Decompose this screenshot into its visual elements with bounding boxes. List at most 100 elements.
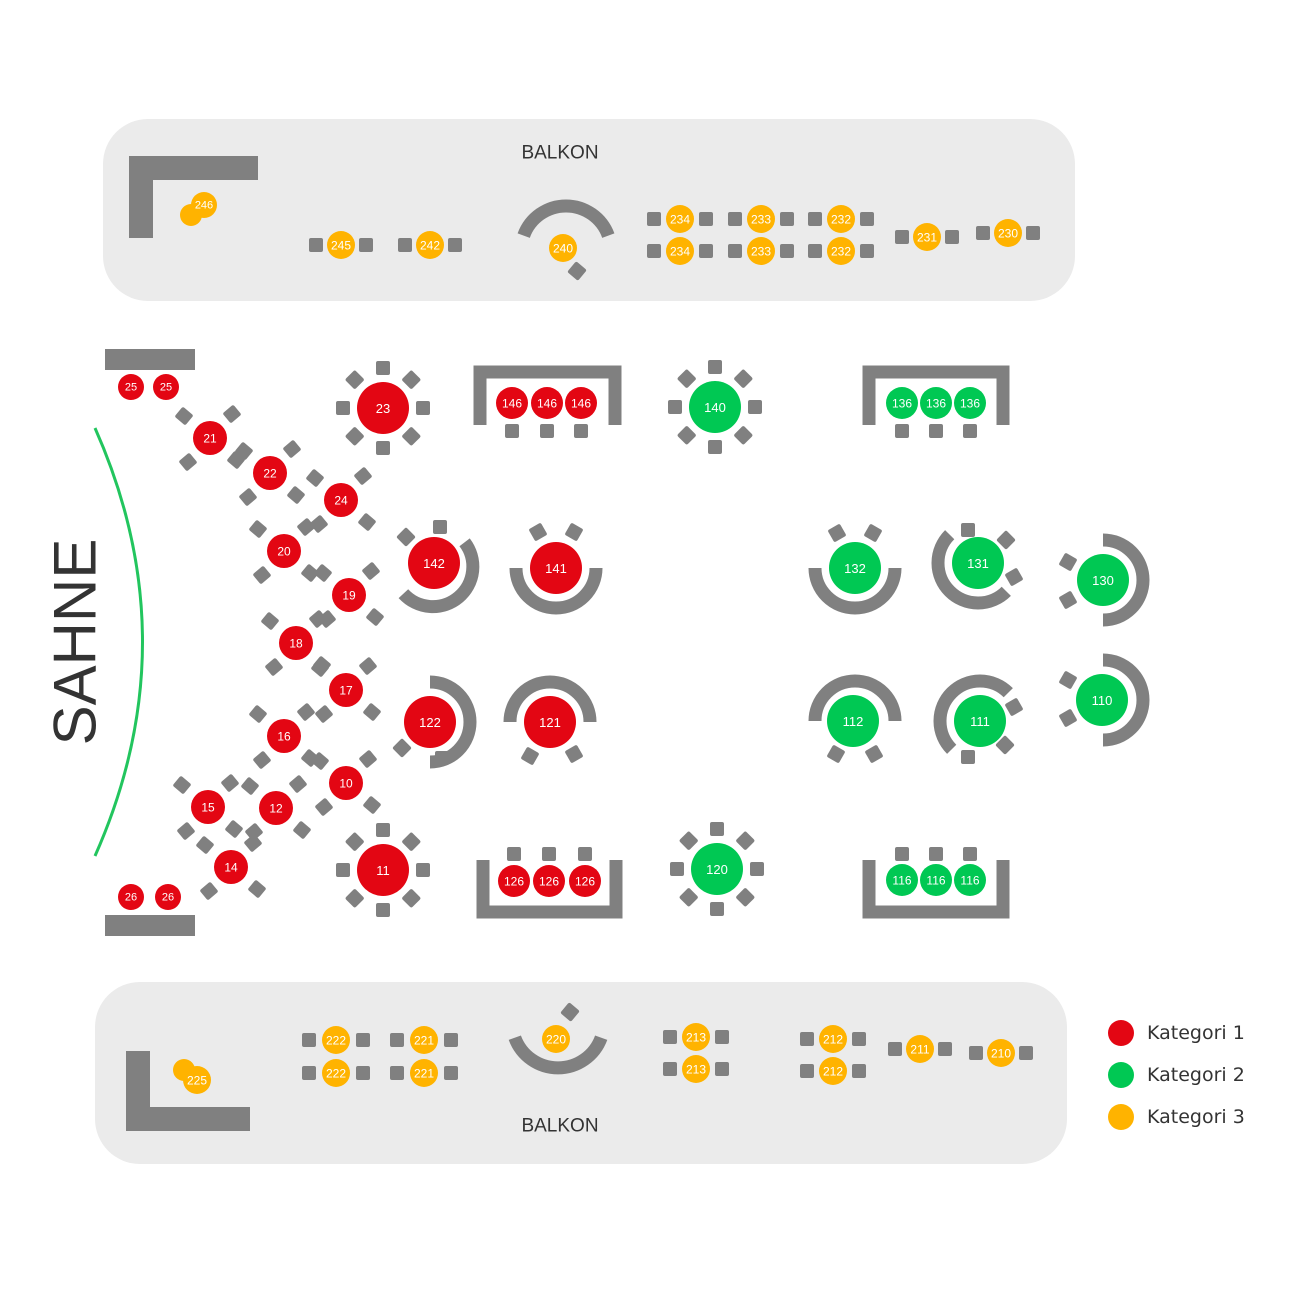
- table-116-marker[interactable]: [886, 864, 918, 896]
- legend-item-kategori-2[interactable]: Kategori 2: [1108, 1054, 1288, 1096]
- legend-item-kategori-1[interactable]: Kategori 1: [1108, 1012, 1288, 1054]
- chair: [567, 261, 587, 281]
- table-132-marker[interactable]: [829, 542, 881, 594]
- table-126-marker[interactable]: [533, 865, 565, 897]
- table-15-marker[interactable]: [191, 790, 225, 824]
- table-233-marker[interactable]: [747, 205, 775, 233]
- table-18-marker[interactable]: [279, 626, 313, 660]
- table-12-marker[interactable]: [259, 791, 293, 825]
- chair: [283, 440, 301, 458]
- table-136-marker[interactable]: [920, 387, 952, 419]
- table-146-marker[interactable]: [496, 387, 528, 419]
- chair: [728, 212, 742, 226]
- table-142-marker[interactable]: [408, 537, 460, 589]
- table-116-marker[interactable]: [920, 864, 952, 896]
- table-136-marker[interactable]: [886, 387, 918, 419]
- table-126-marker[interactable]: [498, 865, 530, 897]
- table-130-marker[interactable]: [1077, 554, 1129, 606]
- chair: [780, 212, 794, 226]
- table-211-marker[interactable]: [906, 1035, 934, 1063]
- table-131-marker[interactable]: [952, 537, 1004, 589]
- table-26-marker[interactable]: [118, 884, 144, 910]
- table-116-marker[interactable]: [954, 864, 986, 896]
- table-232-marker[interactable]: [827, 205, 855, 233]
- chair: [710, 902, 724, 916]
- table-25-marker[interactable]: [118, 374, 144, 400]
- table-120-marker[interactable]: [691, 843, 743, 895]
- table-10-marker[interactable]: [329, 766, 363, 800]
- table-213-marker[interactable]: [682, 1023, 710, 1051]
- chair: [852, 1032, 866, 1046]
- table-210-marker[interactable]: [987, 1039, 1015, 1067]
- chair: [505, 424, 519, 438]
- table-213-marker[interactable]: [682, 1055, 710, 1083]
- table-11-marker[interactable]: [357, 844, 409, 896]
- table-22-marker[interactable]: [253, 456, 287, 490]
- table-222-marker[interactable]: [322, 1059, 350, 1087]
- table-234-marker[interactable]: [666, 205, 694, 233]
- table-122-marker[interactable]: [404, 696, 456, 748]
- table-116-label: 116: [960, 874, 979, 888]
- chair: [345, 370, 364, 389]
- chair: [1059, 553, 1077, 571]
- chair: [293, 821, 311, 839]
- stage-wall-top: [105, 349, 195, 370]
- table-146-marker[interactable]: [531, 387, 563, 419]
- table-234-marker[interactable]: [666, 237, 694, 265]
- legend-item-kategori-3[interactable]: Kategori 3: [1108, 1096, 1288, 1138]
- table-141-marker[interactable]: [530, 542, 582, 594]
- table-212-marker[interactable]: [819, 1057, 847, 1085]
- chair: [390, 1066, 404, 1080]
- table-22-label: 22: [263, 467, 277, 481]
- table-225-marker[interactable]: [183, 1066, 211, 1094]
- table-25-label: 25: [125, 382, 137, 394]
- table-20-marker[interactable]: [267, 534, 301, 568]
- table-111-marker[interactable]: [954, 695, 1006, 747]
- chair: [173, 776, 191, 794]
- table-25-marker[interactable]: [153, 374, 179, 400]
- chair: [433, 520, 447, 534]
- table-136-label: 136: [926, 397, 946, 411]
- table-19-marker[interactable]: [332, 578, 366, 612]
- table-232-marker[interactable]: [827, 237, 855, 265]
- table-146-marker[interactable]: [565, 387, 597, 419]
- table-242-marker[interactable]: [416, 231, 444, 259]
- table-122-label: 122: [419, 715, 441, 730]
- table-16-marker[interactable]: [267, 719, 301, 753]
- table-221-marker[interactable]: [410, 1026, 438, 1054]
- chair: [356, 1066, 370, 1080]
- table-17-marker[interactable]: [329, 673, 363, 707]
- chair: [670, 862, 684, 876]
- chair: [402, 832, 421, 851]
- arc-couch: [1102, 533, 1150, 627]
- table-246-marker[interactable]: [191, 192, 217, 218]
- table-221-marker[interactable]: [410, 1059, 438, 1087]
- table-240-marker[interactable]: [549, 234, 577, 262]
- table-21-marker[interactable]: [193, 421, 227, 455]
- table-220-marker[interactable]: [542, 1025, 570, 1053]
- table-14-marker[interactable]: [214, 850, 248, 884]
- table-136-marker[interactable]: [954, 387, 986, 419]
- table-245-marker[interactable]: [327, 231, 355, 259]
- chair: [416, 863, 430, 877]
- table-110-label: 110: [1092, 693, 1113, 708]
- table-121-marker[interactable]: [524, 696, 576, 748]
- table-231-marker[interactable]: [913, 223, 941, 251]
- chair: [416, 401, 430, 415]
- table-140-marker[interactable]: [689, 381, 741, 433]
- table-26-marker[interactable]: [155, 884, 181, 910]
- arc-couch: [808, 567, 902, 615]
- table-126-marker[interactable]: [569, 865, 601, 897]
- table-233-marker[interactable]: [747, 237, 775, 265]
- table-112-marker[interactable]: [827, 695, 879, 747]
- table-23-marker[interactable]: [357, 382, 409, 434]
- table-126-label: 126: [504, 875, 524, 889]
- table-24-marker[interactable]: [324, 483, 358, 517]
- chair: [699, 212, 713, 226]
- chair: [239, 488, 257, 506]
- table-246-label: 246: [195, 200, 213, 212]
- table-212-marker[interactable]: [819, 1025, 847, 1053]
- table-110-marker[interactable]: [1076, 674, 1128, 726]
- table-222-marker[interactable]: [322, 1026, 350, 1054]
- table-230-marker[interactable]: [994, 219, 1022, 247]
